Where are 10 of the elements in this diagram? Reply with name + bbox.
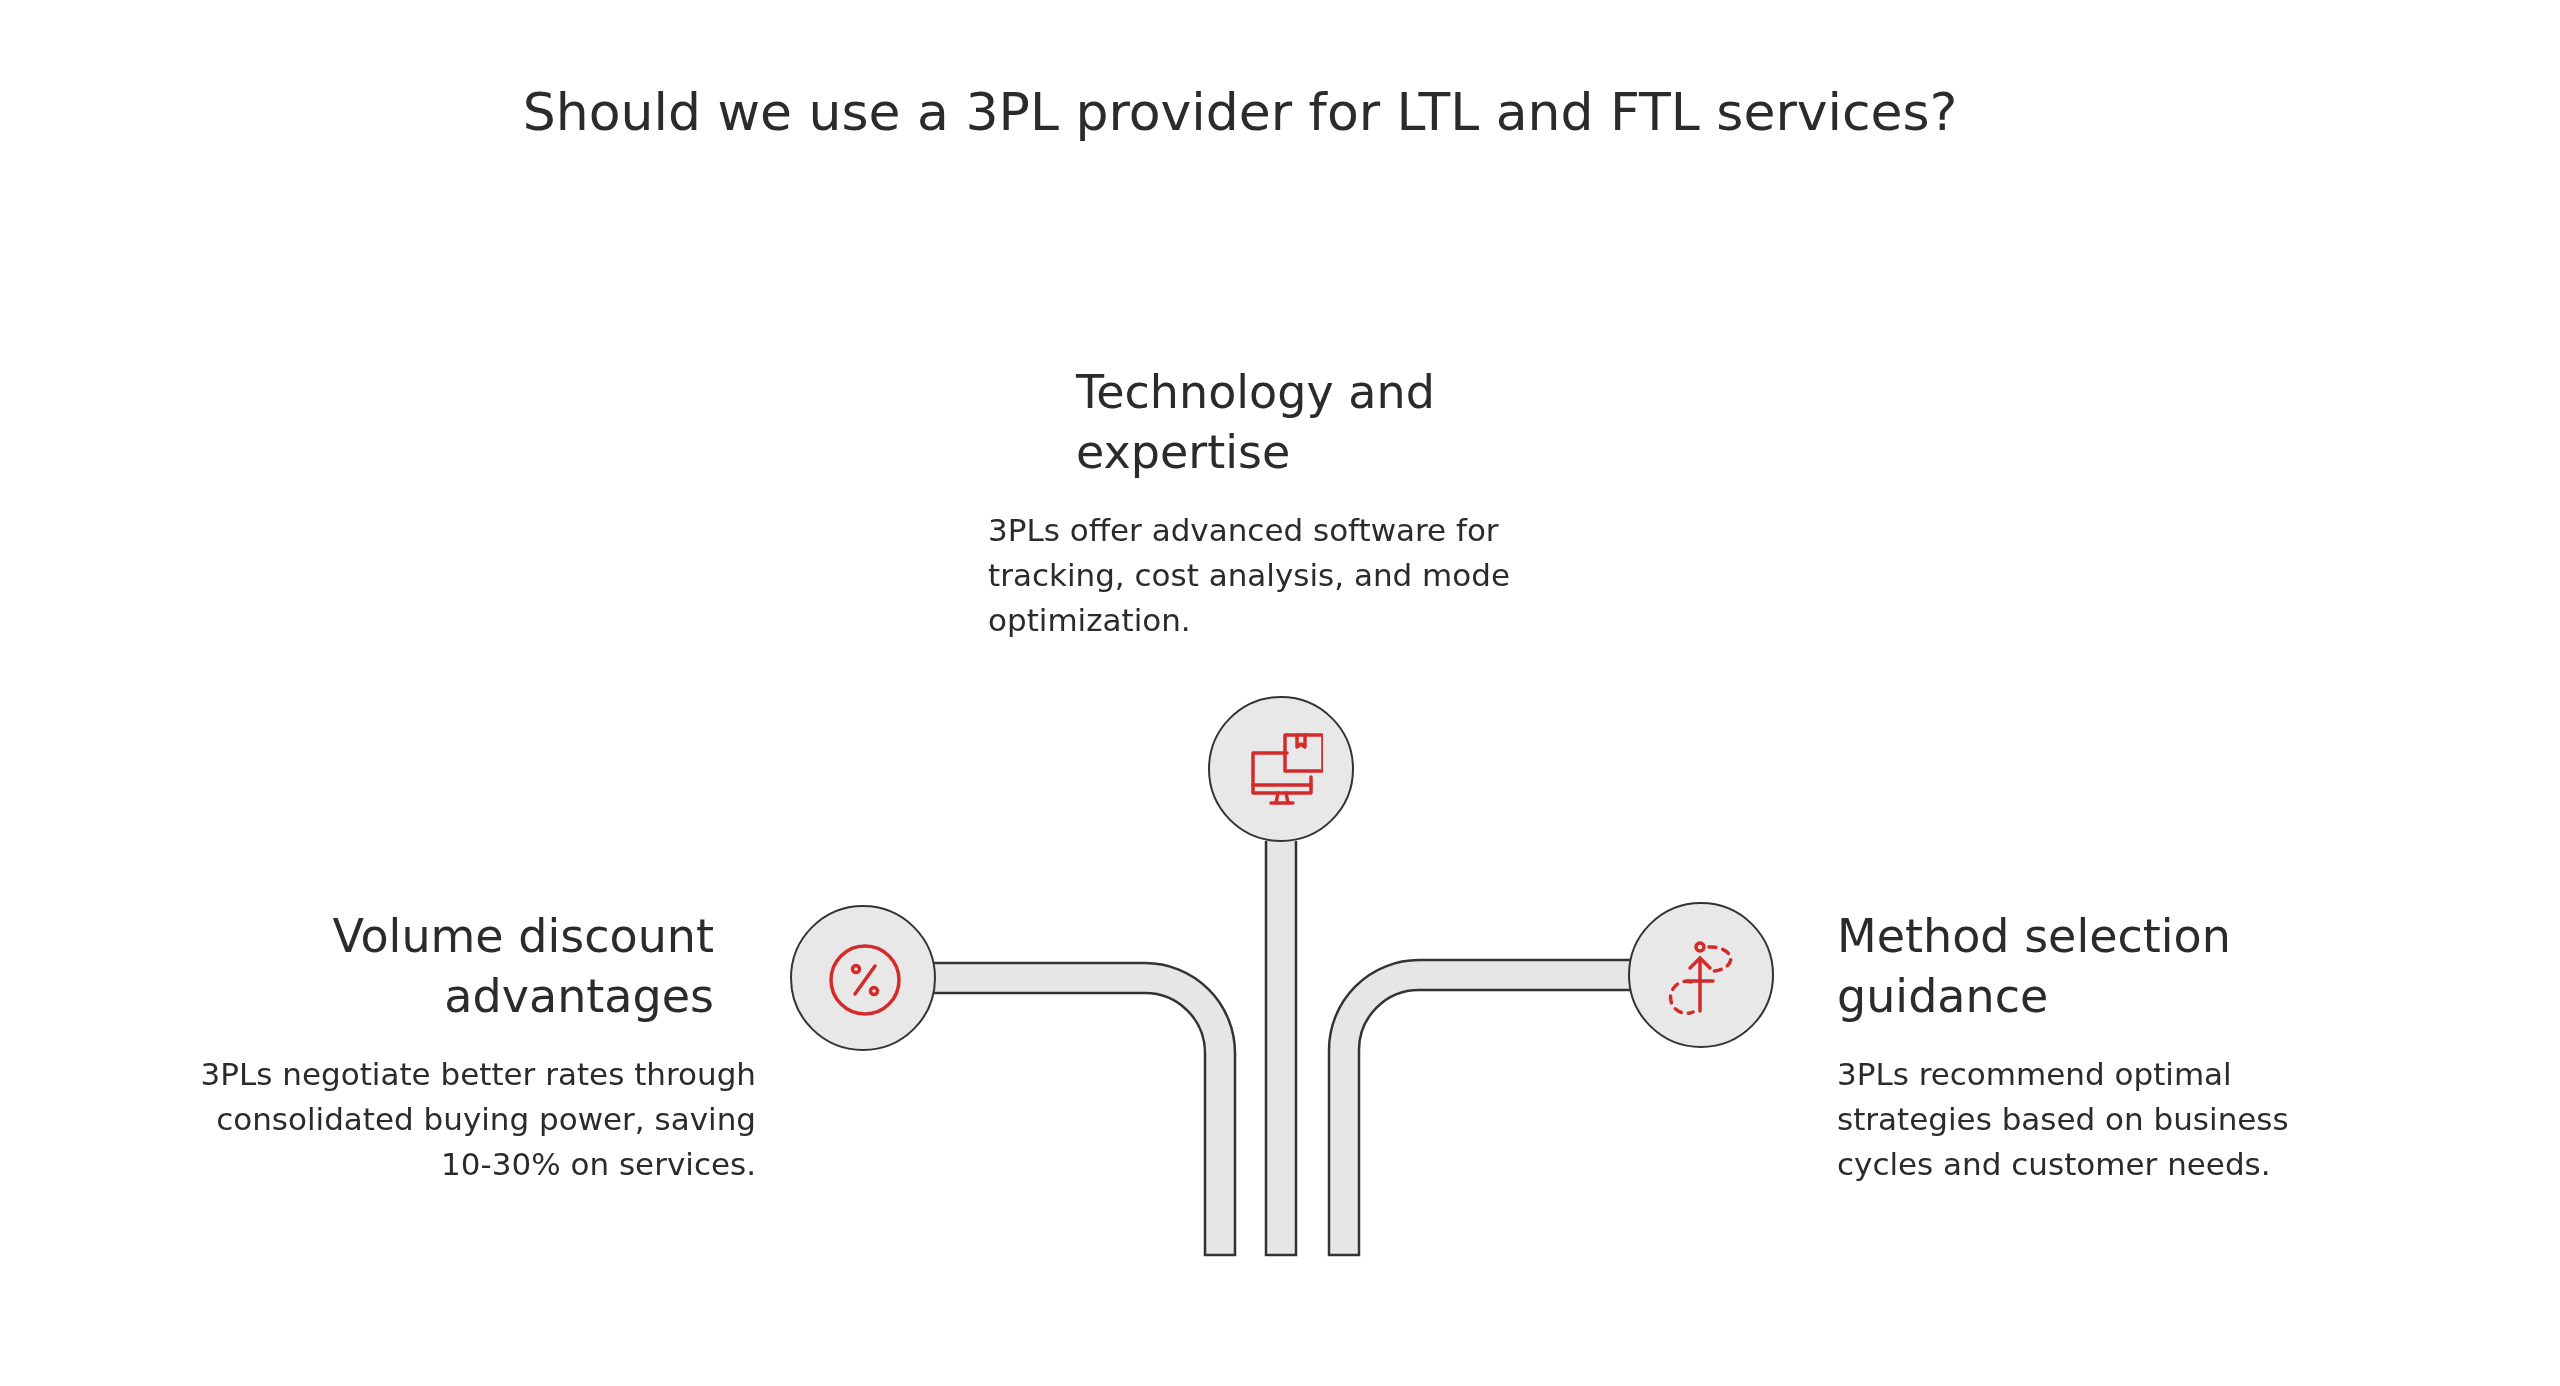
description: 3PLs offer advanced software for tracking, cost analysis, and mode optimization. bbox=[988, 511, 1512, 640]
pipe-connector bbox=[1327, 958, 1630, 1257]
heading: Method selection guidance bbox=[1837, 908, 2232, 1025]
heading: Technology and expertise bbox=[1076, 364, 1436, 481]
title: Should we use a 3PL provider for LTL and FTL services? bbox=[521, 82, 1959, 142]
heading: Volume discount advantages bbox=[331, 908, 714, 1025]
description: 3PLs recommend optimal strategies based on business cycles and customer needs. bbox=[1837, 1055, 2290, 1184]
pipe-connector bbox=[1264, 839, 1298, 1257]
pipe-connector bbox=[934, 961, 1237, 1257]
description: 3PLs negotiate better rates through consolidated buying power, saving 10-30% on services. bbox=[199, 1055, 756, 1184]
